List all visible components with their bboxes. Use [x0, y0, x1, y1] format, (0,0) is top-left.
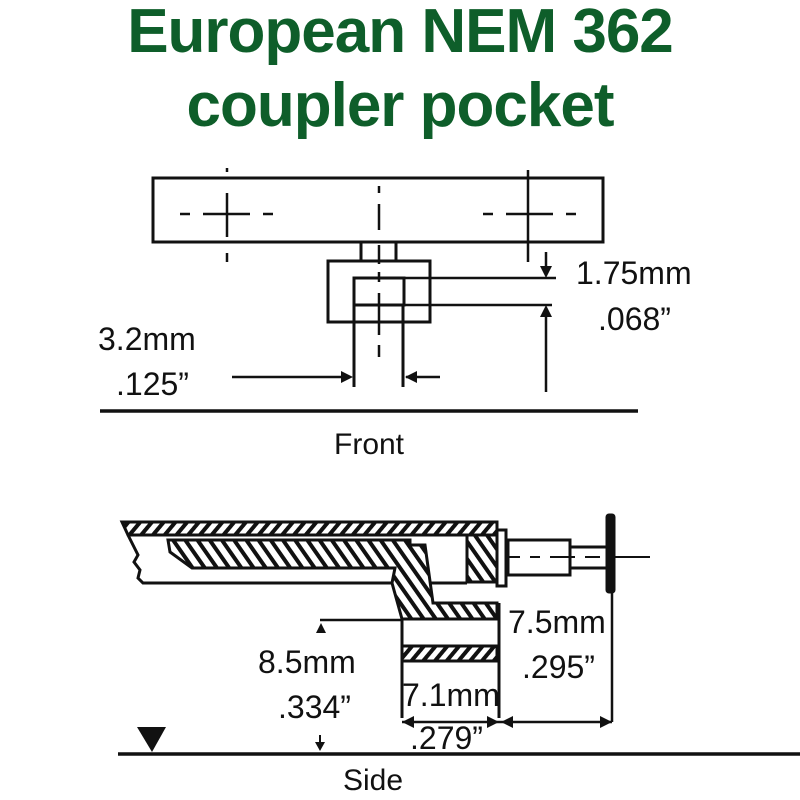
- dim-pocket-width-inch: .125”: [116, 366, 189, 402]
- dim-pocket-height-mm: 1.75mm: [576, 255, 692, 291]
- side-view: [118, 513, 800, 756]
- dim-height-mm: 8.5mm: [258, 644, 356, 680]
- title-line-2: coupler pocket: [186, 71, 615, 140]
- dim-coupler-reach-mm: 7.5mm: [508, 604, 606, 640]
- left-buffer-centerline: [180, 168, 273, 262]
- side-view-caption: Side: [343, 764, 404, 797]
- pocket-housing: [326, 259, 432, 324]
- dim-pocket-depth-inch: .279”: [410, 720, 483, 756]
- dim-pocket-height-inch: .068”: [598, 301, 671, 337]
- pocket-floor: [400, 644, 499, 663]
- right-buffer-centerline: [483, 170, 576, 262]
- dim-coupler-reach-inch: .295”: [522, 649, 595, 685]
- rail-level-marker: [137, 727, 166, 752]
- frame-top-plate: [119, 520, 499, 537]
- title-line-1: European NEM 362: [127, 0, 674, 66]
- dim-pocket-width-mm: 3.2mm: [98, 321, 196, 357]
- dim-pocket-depth-mm: 7.1mm: [402, 677, 500, 713]
- frame-end-block: [465, 533, 499, 584]
- front-view: [100, 168, 638, 413]
- front-view-caption: Front: [334, 428, 405, 461]
- pocket-arm: [166, 538, 499, 621]
- dim-height-inch: .334”: [278, 689, 351, 725]
- coupler-head: [605, 513, 616, 594]
